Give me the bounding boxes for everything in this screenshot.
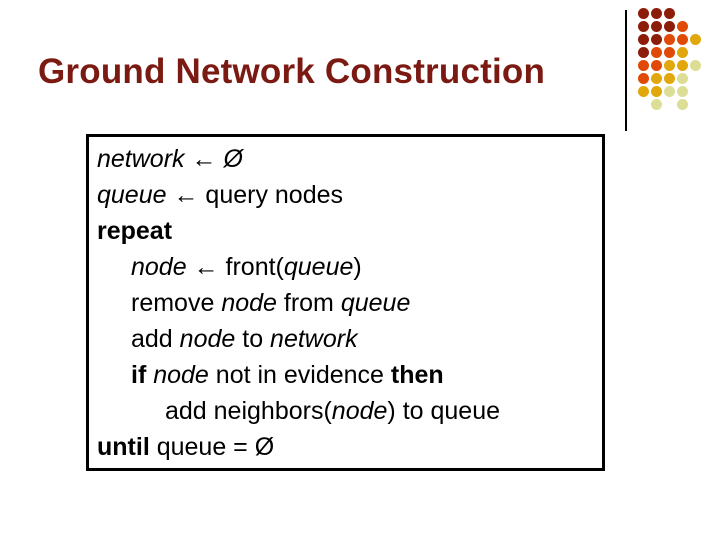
dot-dark-red (638, 47, 649, 58)
pseudocode-line: remove node from queue (97, 285, 602, 321)
pseudocode-text: add neighbors( (165, 397, 332, 425)
dot-placeholder (638, 99, 649, 110)
pseudocode-text: ← query nodes (166, 181, 344, 209)
pseudocode-text: add (131, 325, 180, 353)
dot-placeholder (690, 47, 701, 58)
pseudocode-text: to (235, 325, 271, 353)
dot-dark-red (664, 21, 675, 32)
dot-orange-red (664, 47, 675, 58)
pseudocode-keyword: repeat (97, 217, 173, 245)
pseudocode-line: network ← Ø (97, 141, 602, 177)
dot-matrix-decoration (620, 0, 720, 140)
dot-orange-red (664, 34, 675, 45)
vertical-divider-line (625, 10, 627, 131)
pseudocode-keyword: if (131, 361, 154, 389)
dot-pale-yellow (677, 86, 688, 97)
page-title: Ground Network Construction (38, 52, 546, 91)
dot-placeholder (690, 8, 701, 19)
dot-dark-red (651, 21, 662, 32)
dot-matrix-row (638, 47, 703, 60)
pseudocode-variable: queue (283, 253, 354, 281)
dot-pale-yellow (690, 60, 701, 71)
dot-gold (664, 60, 675, 71)
pseudocode-line: if node not in evidence then (97, 357, 602, 393)
dot-dark-red (664, 8, 675, 19)
pseudocode-line: add neighbors(node) to queue (97, 393, 602, 429)
dot-placeholder (690, 99, 701, 110)
pseudocode-variable: node (131, 253, 187, 281)
pseudocode-text: ) to queue (387, 397, 501, 425)
dot-matrix-row (638, 34, 703, 47)
pseudocode-variable: node (221, 289, 277, 317)
dot-pale-yellow (664, 86, 675, 97)
dot-gold (638, 86, 649, 97)
dot-matrix-row (638, 73, 703, 86)
dot-gold (677, 60, 688, 71)
pseudocode-variable: node (153, 361, 209, 389)
pseudocode-text: not in evidence (208, 361, 391, 389)
pseudocode-line: until queue = Ø (97, 429, 602, 465)
pseudocode-variable: queue (97, 181, 167, 209)
pseudocode-text: remove (131, 289, 222, 317)
dot-dark-red (638, 21, 649, 32)
dot-matrix-row (638, 99, 703, 112)
dot-orange-red (677, 21, 688, 32)
dot-dark-red (638, 34, 649, 45)
dot-matrix-row (638, 86, 703, 99)
dot-dark-red (638, 8, 649, 19)
pseudocode-variable: network (97, 145, 185, 173)
dot-orange-red (638, 73, 649, 84)
dot-gold (651, 86, 662, 97)
dot-placeholder (690, 73, 701, 84)
dot-orange-red (638, 60, 649, 71)
pseudocode-line: node ← front(queue) (97, 249, 602, 285)
dot-dark-red (651, 8, 662, 19)
dot-placeholder (690, 21, 701, 32)
pseudocode-keyword: then (390, 361, 444, 389)
pseudocode-line: queue ← query nodes (97, 177, 602, 213)
pseudocode-text: ← front( (186, 253, 284, 281)
pseudocode-line: repeat (97, 213, 602, 249)
dot-pale-yellow (677, 73, 688, 84)
pseudocode-text: ) (353, 253, 362, 281)
pseudocode-variable: node (179, 325, 236, 353)
dot-gold (677, 47, 688, 58)
pseudocode-line: add node to network (97, 321, 602, 357)
dot-placeholder (664, 99, 675, 110)
dot-gold (664, 73, 675, 84)
pseudocode-variable: network (270, 325, 358, 353)
pseudocode-variable: node (331, 397, 388, 425)
dot-orange-red (677, 34, 688, 45)
dot-dark-red (651, 34, 662, 45)
pseudocode-text: ← (184, 145, 224, 173)
dot-pale-yellow (651, 99, 662, 110)
dot-matrix-row (638, 8, 703, 21)
dot-orange-red (651, 47, 662, 58)
pseudocode-text: from (276, 289, 341, 317)
pseudocode-variable: queue (340, 289, 411, 317)
pseudocode-text: queue = Ø (156, 433, 275, 461)
dot-placeholder (690, 86, 701, 97)
dot-pale-yellow (677, 99, 688, 110)
dot-gold (651, 73, 662, 84)
dot-placeholder (677, 8, 688, 19)
dot-matrix-row (638, 60, 703, 73)
pseudocode-keyword: until (97, 433, 157, 461)
dot-matrix-row (638, 21, 703, 34)
pseudocode-variable: Ø (223, 145, 243, 173)
dot-gold (690, 34, 701, 45)
dot-orange-red (651, 60, 662, 71)
dot-matrix-grid (638, 8, 703, 112)
